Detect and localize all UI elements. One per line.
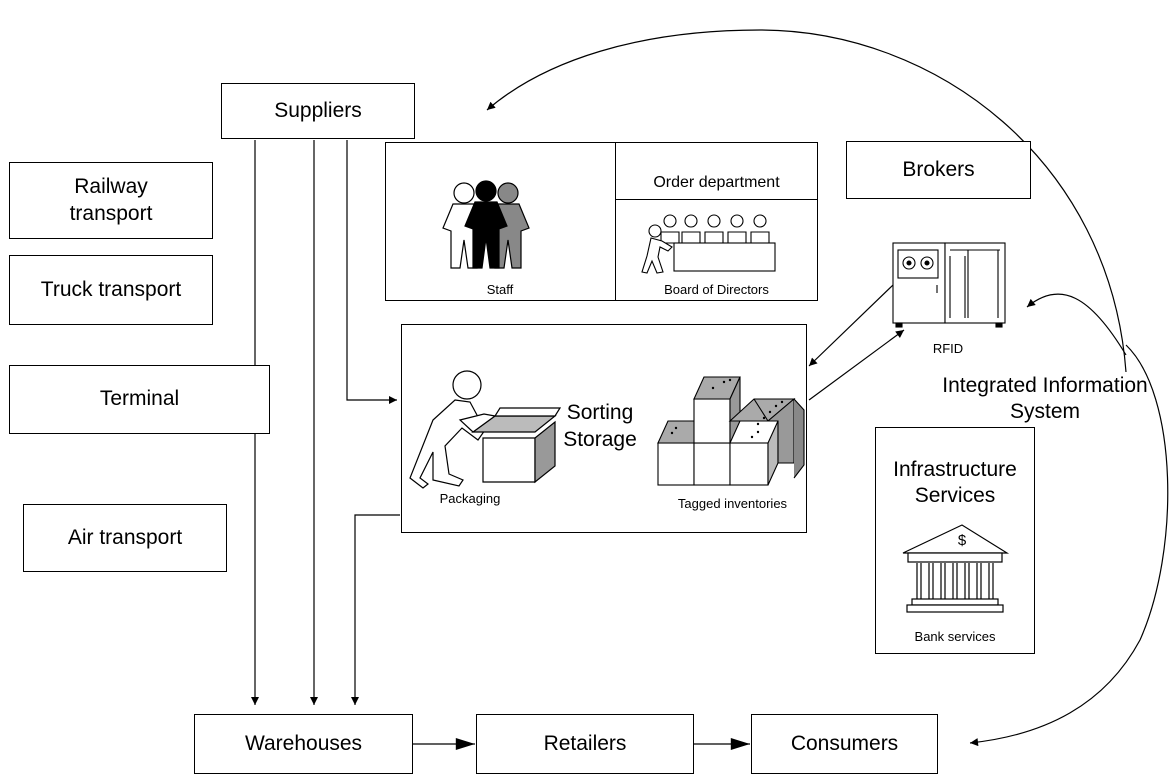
arrow-suppliers-to-sorting bbox=[346, 140, 397, 404]
integrated-information-system-label: Integrated Information System bbox=[942, 374, 1148, 424]
bank-dollar-sign: $ bbox=[957, 532, 967, 549]
sorting-label: Sorting bbox=[566, 401, 634, 424]
arc-to-suppliers bbox=[486, 29, 1127, 373]
stacked-boxes-icon bbox=[657, 376, 805, 486]
suppliers-box: Suppliers bbox=[221, 83, 415, 139]
rfid-server-icon bbox=[892, 242, 1006, 328]
packaging-label: Packaging bbox=[439, 491, 501, 506]
retailers-box: Retailers bbox=[476, 714, 694, 774]
order-department-label: Order department bbox=[653, 174, 780, 191]
board-label: Board of Directors bbox=[664, 282, 769, 297]
terminal-box: Terminal bbox=[9, 365, 270, 434]
truck-transport-box: Truck transport bbox=[9, 255, 213, 325]
staff-label: Staff bbox=[486, 282, 514, 297]
air-transport-box: Air transport bbox=[23, 504, 227, 572]
warehouses-box: Warehouses bbox=[194, 714, 413, 774]
arrow-sorting-to-warehouses bbox=[351, 514, 400, 705]
storage-label: Storage bbox=[563, 428, 637, 451]
brokers-box: Brokers bbox=[846, 141, 1031, 199]
consumers-box: Consumers bbox=[751, 714, 938, 774]
tagged-inventories-label: Tagged inventories bbox=[677, 496, 788, 511]
infrastructure-services-label: Infrastructure Services bbox=[893, 458, 1017, 508]
staff-panel bbox=[385, 142, 616, 301]
people-group-icon bbox=[442, 180, 530, 269]
railway-transport-box: Railway transport bbox=[9, 162, 213, 239]
rfid-label: RFID bbox=[932, 341, 964, 356]
infrastructure-services-panel bbox=[875, 427, 1035, 654]
arc-to-rfid bbox=[1026, 293, 1127, 356]
person-with-box-icon bbox=[409, 370, 562, 489]
bank-services-label: Bank services bbox=[914, 629, 996, 644]
arc-to-consumers bbox=[969, 344, 1169, 747]
bank-building-icon bbox=[902, 524, 1010, 613]
board-panel bbox=[615, 199, 818, 301]
arrow-storage-to-rfid bbox=[808, 329, 905, 401]
arrow-rfid-to-storage bbox=[808, 284, 894, 367]
sorting-storage-panel bbox=[401, 324, 807, 533]
meeting-table-icon bbox=[641, 214, 776, 274]
